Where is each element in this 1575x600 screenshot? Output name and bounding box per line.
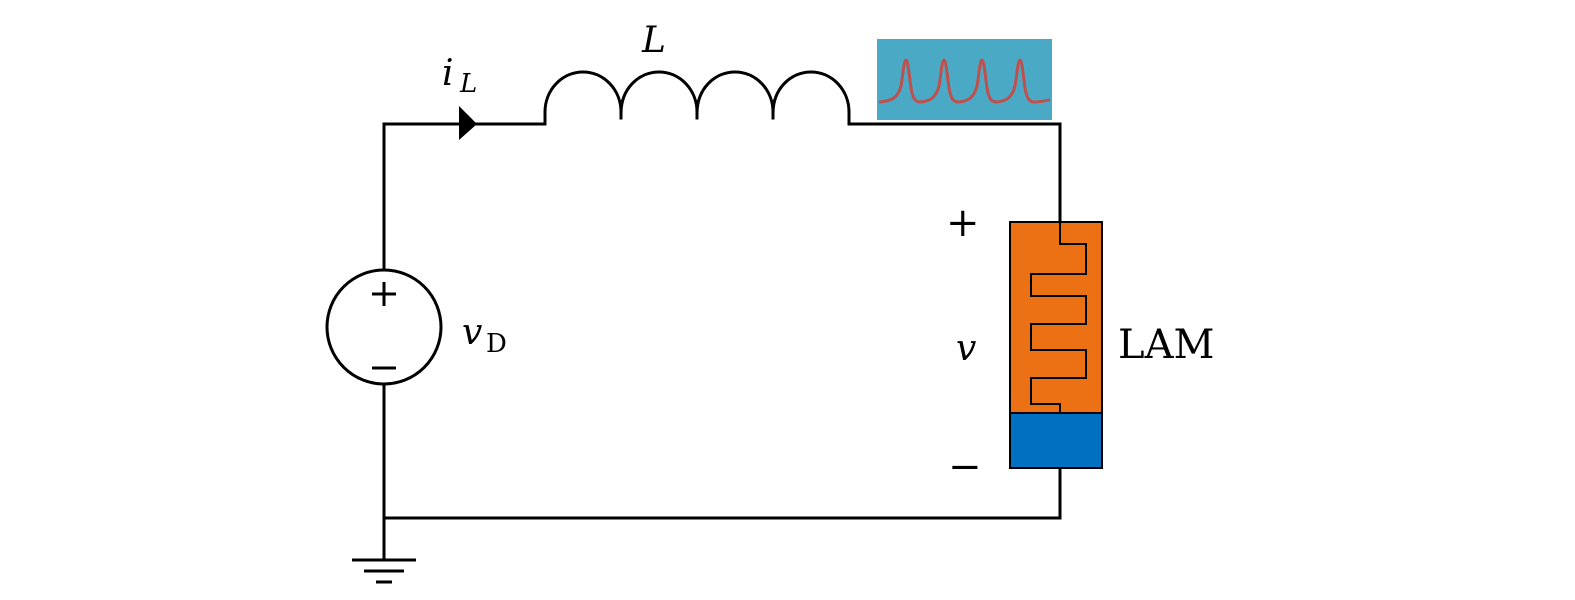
current-arrow-icon xyxy=(459,106,477,140)
voltage-plus-label: + xyxy=(946,200,980,246)
voltage-minus-label: − xyxy=(948,444,982,490)
wire-bottom xyxy=(382,466,1062,520)
actuator-label: LAM xyxy=(1118,322,1214,368)
current-label: i xyxy=(442,53,454,94)
waveform-line xyxy=(878,58,1051,104)
source-var-label: v xyxy=(462,312,482,353)
inductor-coil xyxy=(543,70,851,126)
actuator-serpentine xyxy=(1030,222,1087,413)
voltage-var-label: v xyxy=(956,328,976,369)
wire-top-left xyxy=(382,122,547,274)
current-sub-label: L xyxy=(459,69,477,99)
inductor-label: L xyxy=(641,20,666,61)
actuator-base xyxy=(1009,412,1103,469)
source-sub-label: D xyxy=(486,329,507,359)
actuator-body xyxy=(1009,221,1103,414)
wire-top-right xyxy=(847,122,1062,224)
